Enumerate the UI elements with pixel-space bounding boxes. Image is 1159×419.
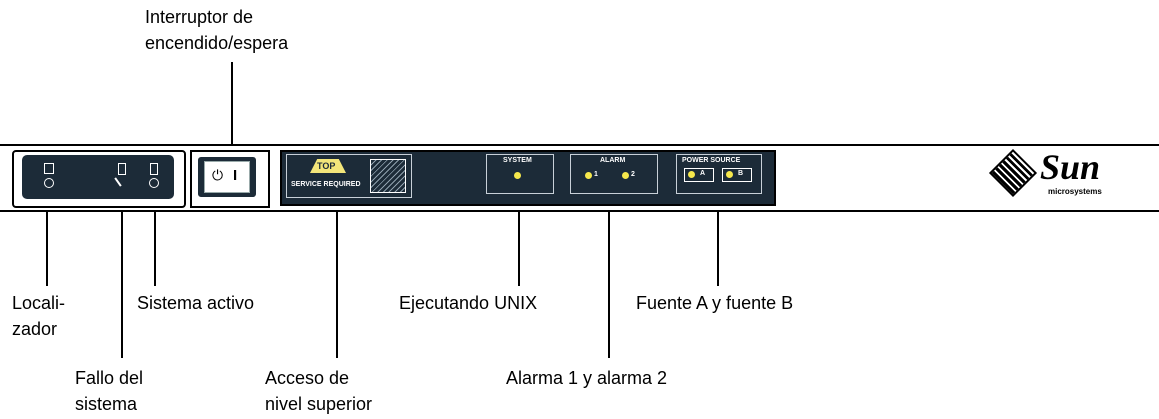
source-a-led [688, 171, 695, 178]
callout-alarms: Alarma 1 y alarma 2 [506, 368, 668, 388]
power-source-label: POWER SOURCE [682, 157, 741, 164]
alarm-2-label: 2 [631, 171, 635, 178]
callout-power-sources: Fuente A y fuente B [636, 293, 794, 313]
on-symbol: I [233, 167, 238, 184]
leader-unix-running [518, 178, 520, 286]
sun-diamond-icon [988, 148, 1038, 198]
callout-unix-running: Ejecutando UNIX [399, 293, 538, 313]
top-badge [310, 159, 346, 173]
leader-power-switch [231, 62, 233, 157]
power-on-icon [149, 178, 159, 188]
sun-wordmark: Sun [1040, 147, 1101, 187]
top-access-box [286, 154, 412, 198]
locator-icon [44, 178, 54, 188]
leader-system-active [154, 190, 156, 286]
activity-led [150, 163, 158, 175]
source-b-label: B [738, 170, 744, 177]
alarm-box [570, 154, 658, 194]
callout-top-access: Acceso de nivel superior [265, 368, 373, 414]
source-a-label: A [700, 170, 706, 177]
leader-system-fault [121, 192, 123, 358]
source-a-frame [684, 168, 714, 182]
leader-power-sources [717, 178, 719, 286]
led-bezel-inner [22, 155, 174, 199]
source-b-led [726, 171, 733, 178]
alarm-label: ALARM [600, 157, 626, 164]
alarm-1-label: 1 [594, 171, 598, 178]
top-badge-label: TOP [317, 161, 336, 171]
callout-system-active: Sistema activo [137, 293, 255, 313]
power-source-box [676, 154, 762, 194]
callout-locator: Locali- zador [12, 293, 66, 339]
fault-led [118, 163, 126, 175]
alarm-2-led [622, 172, 629, 179]
sun-logo: Sun microsystems [988, 147, 1130, 202]
power-standby-switch[interactable]: ⏻ I [204, 161, 250, 193]
status-label-panel [280, 150, 776, 206]
source-b-frame [722, 168, 752, 182]
callout-power-switch: Interruptor de encendido/espera [145, 7, 289, 53]
system-led [514, 172, 521, 179]
callout-system-fault: Fallo del sistema [75, 368, 144, 414]
leader-alarms [608, 178, 610, 358]
leader-locator [46, 190, 48, 286]
service-required-label: SERVICE REQUIRED [291, 181, 361, 188]
system-label: SYSTEM [503, 157, 532, 164]
standby-icon: ⏻ [212, 168, 224, 184]
system-box [486, 154, 554, 194]
alarm-1-led [585, 172, 592, 179]
service-drawing-icon [370, 159, 406, 193]
leader-top-access [336, 190, 338, 358]
locator-led-button[interactable] [44, 163, 54, 174]
sun-subtitle: microsystems [1048, 187, 1102, 196]
